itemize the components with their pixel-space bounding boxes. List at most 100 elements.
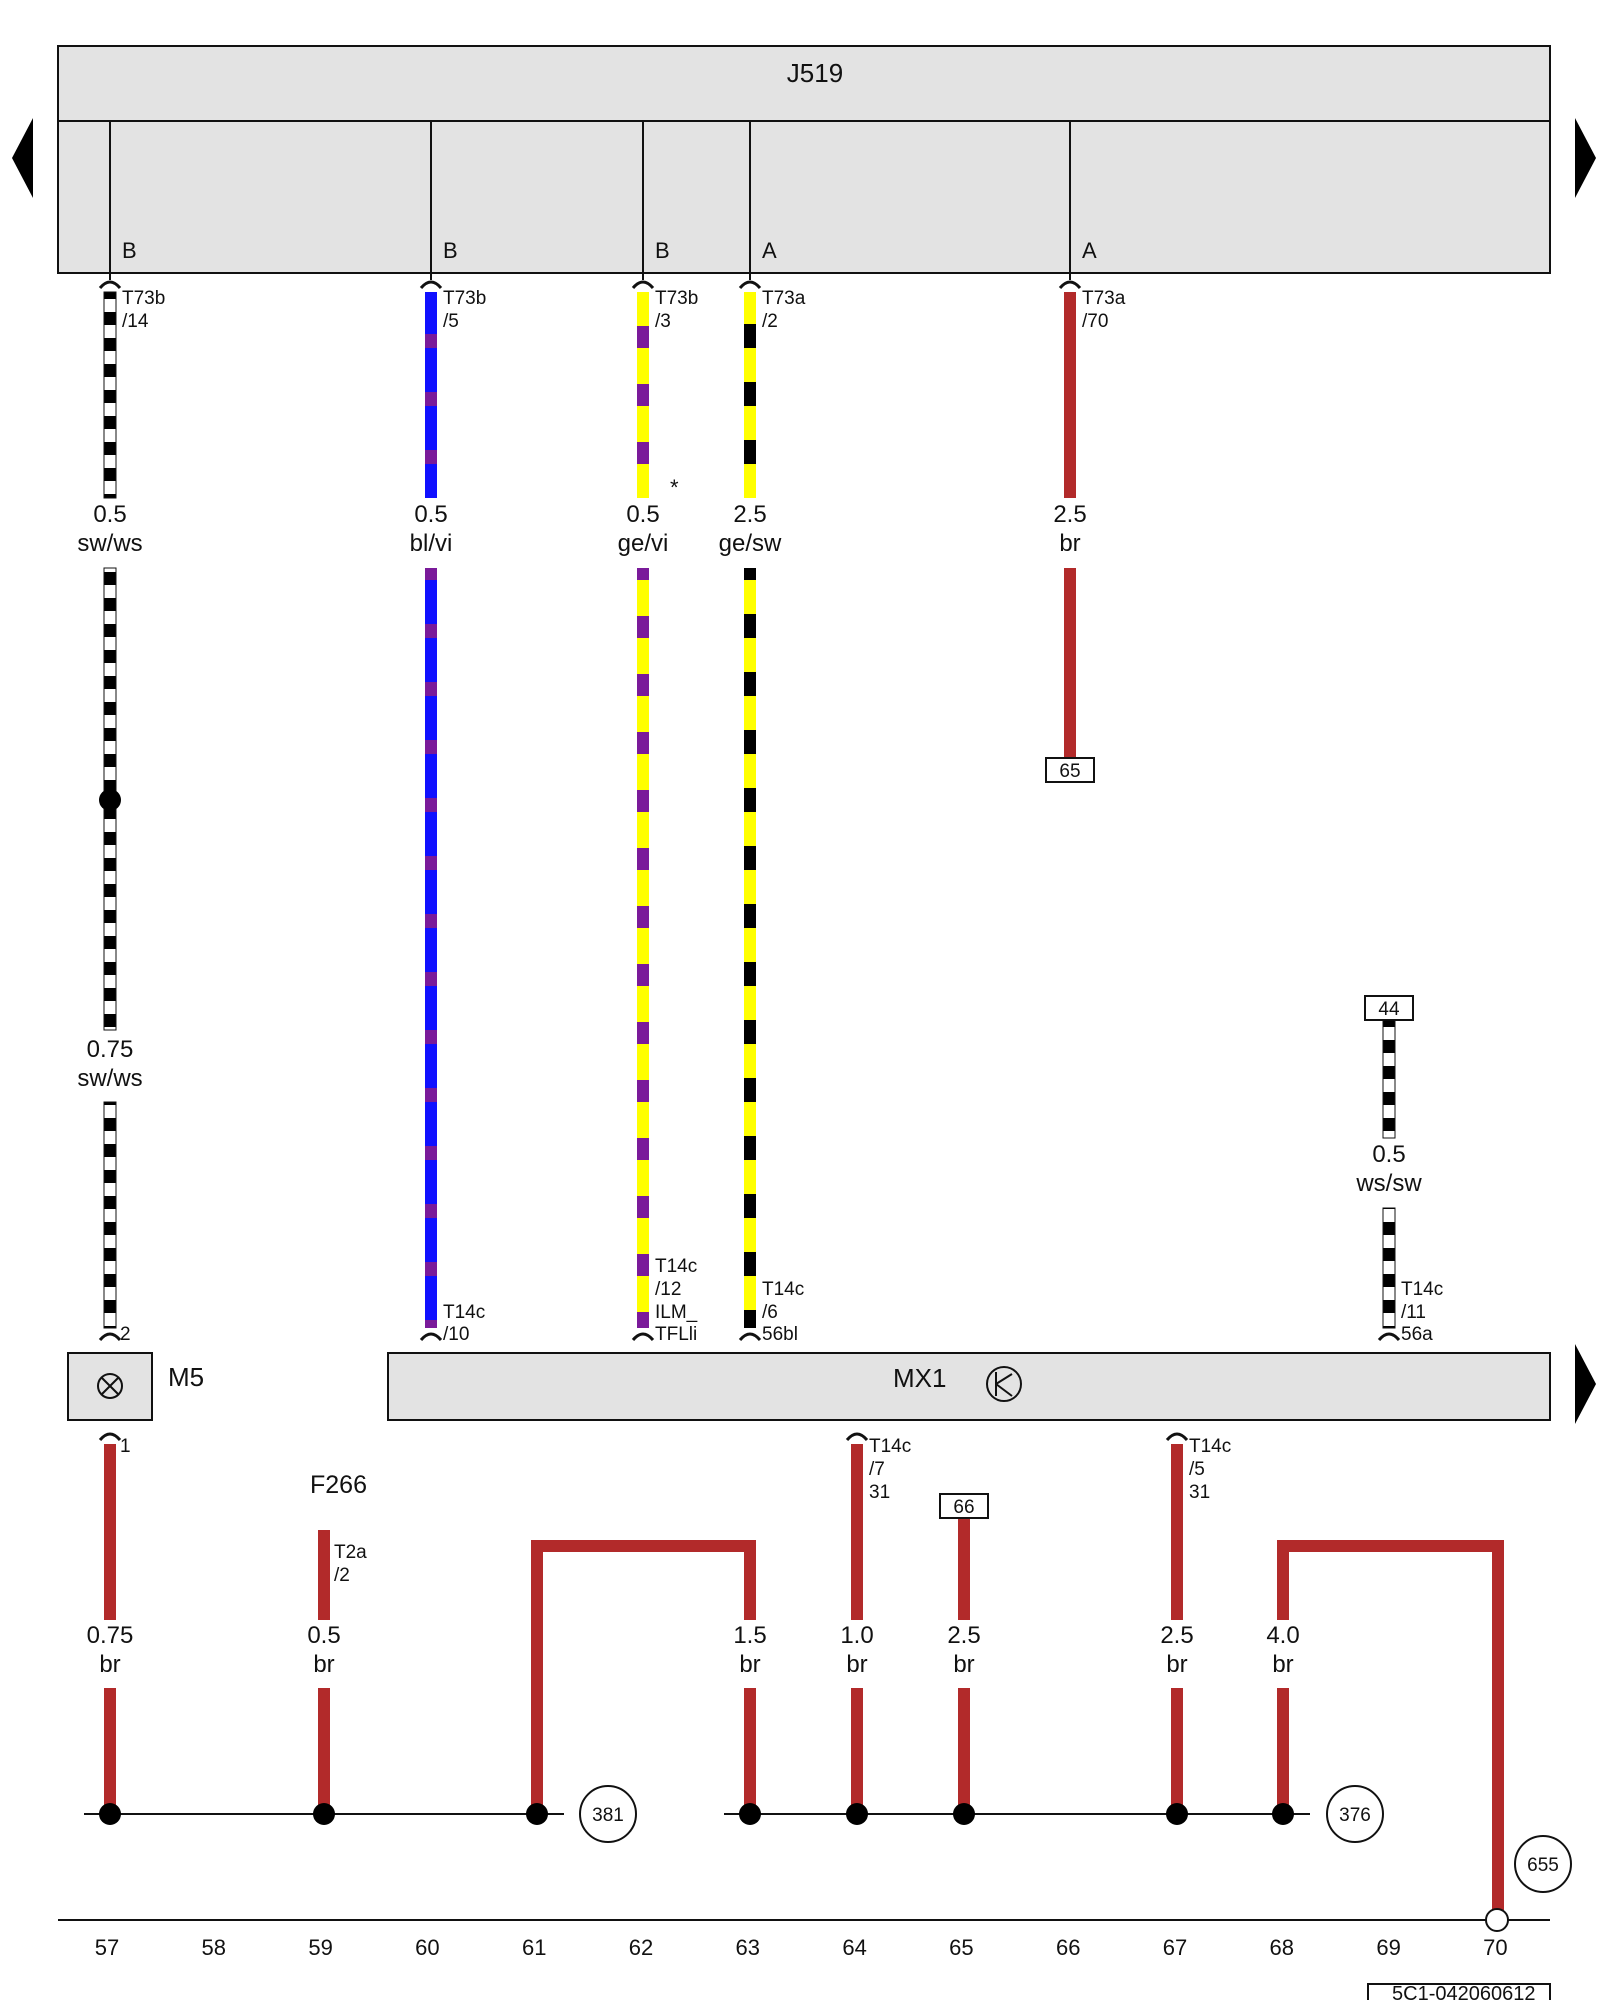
f266-label: F266 <box>310 1471 367 1499</box>
grid-number: 64 <box>842 1935 866 1960</box>
wire-sw-ws[interactable] <box>103 1101 117 1329</box>
m5-box[interactable] <box>67 1352 153 1421</box>
grid-number: 57 <box>95 1935 119 1960</box>
j519-header-box <box>57 45 1551 122</box>
wire-ge-sw[interactable] <box>744 568 756 1328</box>
wire-gauge-label: 0.75 <box>87 1622 134 1649</box>
grid-number: 69 <box>1376 1935 1400 1960</box>
connector-t73a-70-pin: /70 <box>1082 311 1108 332</box>
wire-color-label: br <box>313 1651 334 1678</box>
connector-t14c-7-name: T14c <box>869 1436 911 1457</box>
ref-box-44[interactable] <box>1364 995 1414 1021</box>
connector-t14c-5-signal: 31 <box>1189 1482 1210 1503</box>
pin-letter-a: A <box>1082 238 1097 263</box>
grid-number: 58 <box>202 1935 226 1960</box>
wire-gauge-label: 1.5 <box>733 1622 766 1649</box>
wire-color-label: br <box>1166 1651 1187 1678</box>
ref-box-66-label: 66 <box>953 1497 974 1518</box>
connector-t73a-2-pin: /2 <box>762 311 778 332</box>
connector-t14c-5-name: T14c <box>1189 1436 1231 1457</box>
connector-t14c-5-pin: /5 <box>1189 1459 1205 1480</box>
connector-t73a-2-name: T73a <box>762 288 806 309</box>
ground-splice-points <box>99 1803 1294 1825</box>
wire-ge-sw[interactable] <box>744 292 756 498</box>
terminal-open-point <box>1485 1908 1509 1932</box>
right-arrow-icon[interactable] <box>1575 118 1596 198</box>
pin-letter-a: A <box>762 238 777 263</box>
wire-color-label: br <box>99 1651 120 1678</box>
connector-t73b-3-pin: /3 <box>655 311 671 332</box>
lower-brown-wires-bottom[interactable] <box>104 1688 1289 1814</box>
mx1-box[interactable] <box>387 1352 1551 1421</box>
connector-t73b-14-pin: /14 <box>122 311 149 332</box>
ref-box-66[interactable] <box>939 1493 989 1519</box>
grid-number: 59 <box>308 1935 332 1960</box>
j519-label: J519 <box>787 58 843 88</box>
connector-t14c-7-signal: 31 <box>869 1482 890 1503</box>
wire-color-label: br <box>846 1651 867 1678</box>
wire-gauge-label: 2.5 <box>1160 1622 1193 1649</box>
grid-number: 68 <box>1270 1935 1294 1960</box>
right-arrow-icon[interactable] <box>1575 1344 1596 1424</box>
wire-br[interactable] <box>1064 292 1076 498</box>
grid-number: 61 <box>522 1935 546 1960</box>
grid-number: 60 <box>415 1935 439 1960</box>
wire-gauge-label: 0.5 <box>414 501 447 528</box>
ref-circle-381[interactable] <box>579 1785 637 1843</box>
wire-gauge-label: 2.5 <box>733 501 766 528</box>
wire-color-label: sw/ws <box>77 530 142 557</box>
m5-pin-bottom: 1 <box>120 1436 131 1457</box>
wire-ws-sw[interactable] <box>1382 1019 1396 1139</box>
connector-t14c-11-pin: /11 <box>1401 1302 1426 1323</box>
wire-color-label: ws/sw <box>1355 1170 1422 1197</box>
grid-number: 70 <box>1483 1935 1507 1960</box>
connector-t14c-12-signal: ILM_ <box>655 1302 698 1323</box>
left-arrow-icon[interactable] <box>12 118 33 198</box>
connector-t73b-14-name: T73b <box>122 288 165 309</box>
j519-body-box <box>57 120 1551 274</box>
connector-t73a-70-name: T73a <box>1082 288 1126 309</box>
ref-box-65[interactable] <box>1045 757 1095 783</box>
connector-t73b-3-name: T73b <box>655 288 698 309</box>
wire-color-label: br <box>1059 530 1080 557</box>
wire-bl-vi[interactable] <box>425 568 437 1328</box>
connector-t14c-12-signal2: TFLli <box>655 1324 697 1345</box>
m5-pin-top: 2 <box>120 1324 131 1345</box>
ref-box-44-label: 44 <box>1378 999 1400 1020</box>
connector-t14c-11-name: T14c <box>1401 1279 1443 1300</box>
wire-color-label: br <box>953 1651 974 1678</box>
connector-t14c-12-name: T14c <box>655 1256 697 1277</box>
connector-t73b-5-pin: /5 <box>443 311 459 332</box>
connector-t14c-6-pin: /6 <box>762 1302 778 1323</box>
wire-gauge-label: 2.5 <box>1053 501 1086 528</box>
pin-letter-b: B <box>122 238 137 263</box>
bridge-wire-61-63[interactable] <box>531 1540 756 1814</box>
wire-bl-vi[interactable] <box>425 292 437 498</box>
star-note: * <box>670 475 679 500</box>
brightness-control-icon <box>986 1366 1022 1402</box>
wire-ge-vi[interactable] <box>637 292 649 498</box>
wire-gauge-label: 0.5 <box>93 501 126 528</box>
lower-connector-symbols <box>98 1432 1189 1442</box>
connector-t2a-pin: /2 <box>334 1565 350 1586</box>
ref-circle-376[interactable] <box>1326 1785 1384 1843</box>
wire-gauge-label: 0.5 <box>626 501 659 528</box>
wire-color-label: br <box>1272 1651 1293 1678</box>
pin-letter-b: B <box>655 238 670 263</box>
wire-br[interactable] <box>1064 568 1076 758</box>
ref-circle-655[interactable] <box>1514 1835 1572 1893</box>
bridge-wire-68-70[interactable] <box>1277 1540 1504 1910</box>
lower-brown-wires-top[interactable] <box>104 1444 1183 1620</box>
connector-t14c-12-pin: /12 <box>655 1279 681 1300</box>
wire-gauge-label: 0.75 <box>87 1036 134 1063</box>
grid-number: 62 <box>629 1935 653 1960</box>
wire-ge-vi[interactable] <box>637 568 649 1328</box>
wire-color-label: ge/vi <box>618 530 669 557</box>
wire-sw-ws[interactable] <box>103 291 117 499</box>
m5-label: M5 <box>168 1362 204 1392</box>
wire-ws-sw[interactable] <box>1382 1207 1396 1329</box>
grid-number: 66 <box>1056 1935 1080 1960</box>
pin-letter-b: B <box>443 238 458 263</box>
